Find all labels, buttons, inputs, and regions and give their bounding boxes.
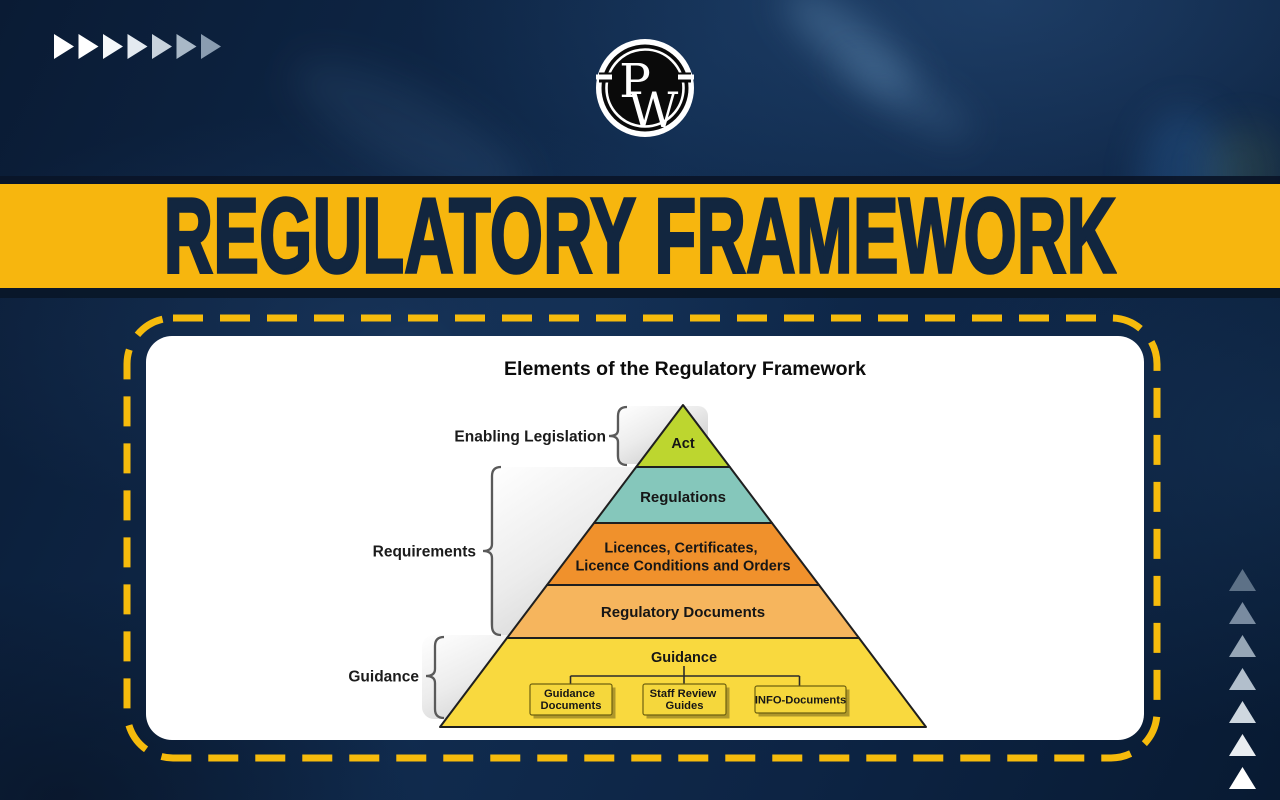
guidance-box-staff-review-label: Staff Review Guides <box>650 688 720 712</box>
logo-right-dash <box>678 74 694 80</box>
guidance-tree-root-label: Guidance <box>651 650 717 666</box>
diagram-title: Elements of the Regulatory Framework <box>504 358 866 380</box>
arrow-triangle-icon <box>1229 668 1256 690</box>
arrow-triangle-icon <box>1229 569 1256 591</box>
level-label-regulatory-documents: Regulatory Documents <box>601 604 765 621</box>
up-arrows-icon <box>1229 569 1256 789</box>
pyramid-diagram: Elements of the Regulatory Framework Ena… <box>348 358 927 728</box>
arrow-triangle-icon <box>176 34 197 59</box>
guidance-box-staff-review <box>642 683 727 716</box>
side-label-requirements: Requirements <box>373 544 476 561</box>
arrow-triangle-icon <box>1229 734 1256 756</box>
logo-left-dash <box>596 74 612 80</box>
arrow-triangle-icon <box>1229 635 1256 657</box>
logo-letter-w: W <box>628 82 679 139</box>
level-label-regulations: Regulations <box>640 489 726 506</box>
arrow-triangle-icon <box>127 34 148 59</box>
arrow-triangle-icon <box>1229 701 1256 723</box>
title-banner: REGULATORY FRAMEWORK <box>0 177 1280 295</box>
guidance-box-info-documents <box>754 685 847 714</box>
guidance-box-documents <box>529 683 613 716</box>
arrow-triangle-icon <box>103 34 123 59</box>
arrow-triangle-icon <box>201 34 221 59</box>
logo-letter-p: P <box>619 54 651 109</box>
arrow-triangle-icon <box>54 34 74 59</box>
brace-enabling <box>608 405 628 467</box>
arrow-triangle-icon <box>1229 767 1256 789</box>
arrow-triangle-icon <box>1229 602 1256 624</box>
brace-requirements <box>482 465 502 637</box>
banner-bottom-edge <box>0 288 1280 298</box>
level-label-licences: Licences, Certificates, Licence Conditio… <box>575 541 790 575</box>
guidance-tree-connectors <box>569 666 801 686</box>
logo-disc <box>601 44 689 132</box>
guidance-box-info-documents-label: INFO-Documents <box>755 695 846 707</box>
forward-arrows-icon <box>54 34 221 59</box>
logo-inner-ring <box>605 48 685 128</box>
brace-guidance <box>425 635 445 720</box>
side-label-enabling-legislation: Enabling Legislation <box>454 429 606 446</box>
banner-top-edge <box>0 176 1280 184</box>
level-label-act: Act <box>671 436 695 452</box>
diagram-card: Elements of the Regulatory Framework Ena… <box>146 336 1144 740</box>
page-title: REGULATORY FRAMEWORK <box>163 177 1117 295</box>
side-label-guidance: Guidance <box>348 669 419 686</box>
guidance-box-documents-label: Guidance Documents <box>541 688 602 712</box>
arrow-triangle-icon <box>152 34 172 59</box>
arrow-triangle-icon <box>78 34 99 59</box>
pw-logo: P W <box>596 39 694 139</box>
